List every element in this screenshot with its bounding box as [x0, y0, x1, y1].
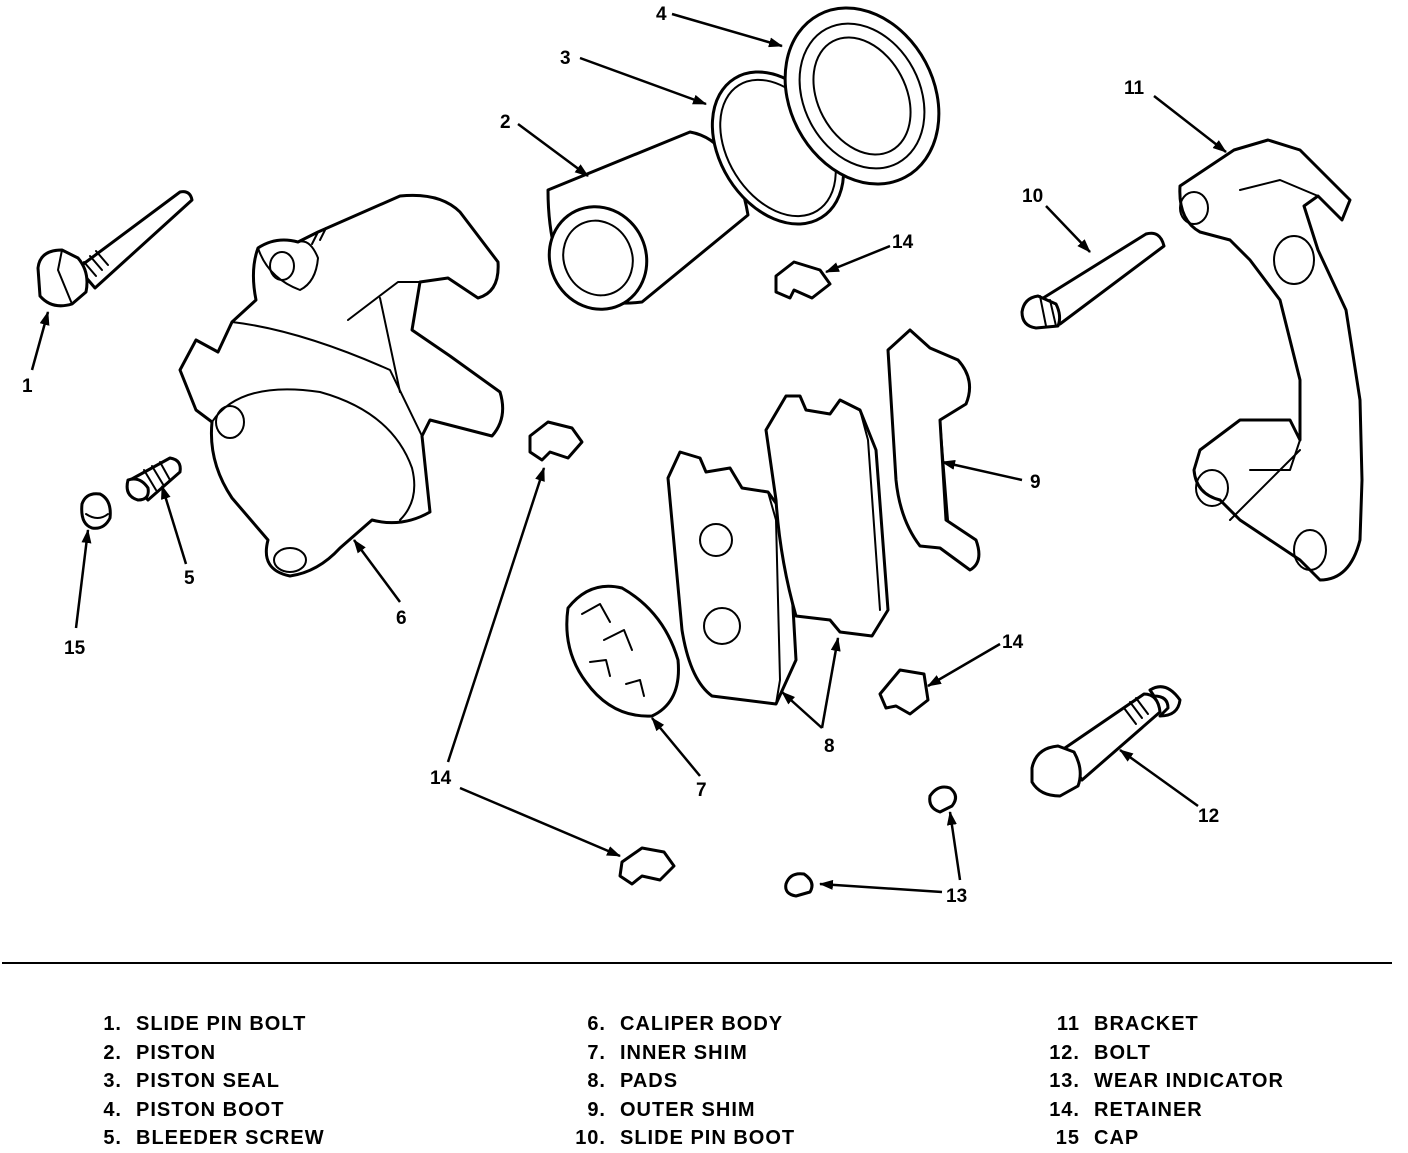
bolt [1030, 685, 1182, 798]
slide-pin-boot [1020, 231, 1166, 330]
legend-item: 13.WEAR INDICATOR [1049, 1070, 1284, 1092]
callout-12: 12 [1198, 806, 1219, 827]
cap [80, 492, 112, 530]
callout-labels: 1 2 3 4 5 6 7 8 9 10 11 12 13 14 14 14 1… [22, 4, 1219, 907]
callout-11: 11 [1124, 78, 1145, 99]
legend-item: 10.SLIDE PIN BOOT [575, 1127, 796, 1149]
piston-boot [783, 6, 941, 186]
legend-item: 1.SLIDE PIN BOLT [103, 1013, 307, 1035]
legend-divider [2, 962, 1392, 964]
wear-indicator [784, 785, 957, 898]
leader-lines [30, 12, 1227, 894]
inner-shim [565, 584, 680, 718]
callout-10: 10 [1022, 186, 1043, 207]
caliper-body [178, 193, 505, 578]
legend-column-1: 1.SLIDE PIN BOLT 2.PISTON 3.PISTON SEAL … [78, 1010, 325, 1153]
exploded-parts-diagram: 1 2 3 4 5 6 7 8 9 10 11 12 13 14 14 14 1… [22, 4, 1364, 907]
outer-shim [886, 328, 981, 572]
slide-pin-bolt [36, 190, 194, 308]
legend-item: 3.PISTON SEAL [103, 1070, 280, 1092]
legend-item: 5.BLEEDER SCREW [103, 1127, 325, 1149]
callout-9: 9 [1030, 472, 1041, 493]
callout-3: 3 [560, 48, 571, 69]
retainer [528, 260, 930, 886]
bracket [1178, 138, 1364, 582]
callout-6: 6 [396, 608, 407, 629]
callout-1: 1 [22, 376, 33, 397]
callout-14-left: 14 [430, 768, 452, 789]
callout-13: 13 [946, 886, 967, 907]
legend-item: 12.BOLT [1049, 1041, 1151, 1064]
piston [546, 130, 750, 311]
legend-item: 9.OUTER SHIM [587, 1098, 756, 1121]
legend-column-2: 6.CALIPER BODY 7.INNER SHIM 8.PADS 9.OUT… [562, 1010, 795, 1153]
legend-item: 7.INNER SHIM [587, 1041, 748, 1064]
legend-item: 2.PISTON [103, 1041, 217, 1064]
callout-14-right: 14 [1002, 632, 1024, 653]
legend-item: 4.PISTON BOOT [103, 1098, 285, 1121]
callout-2: 2 [500, 112, 511, 133]
callout-14-top: 14 [892, 232, 914, 253]
bleeder-screw [125, 456, 182, 502]
callout-7: 7 [696, 780, 707, 801]
callout-4: 4 [656, 4, 667, 25]
legend-item: 14.RETAINER [1049, 1098, 1203, 1121]
callout-5: 5 [184, 568, 195, 589]
callout-8: 8 [824, 736, 835, 757]
callout-15: 15 [64, 638, 86, 659]
legend-item: 8.PADS [587, 1070, 679, 1092]
brake-pads [666, 394, 890, 706]
legend-item: 6.CALIPER BODY [587, 1013, 784, 1035]
